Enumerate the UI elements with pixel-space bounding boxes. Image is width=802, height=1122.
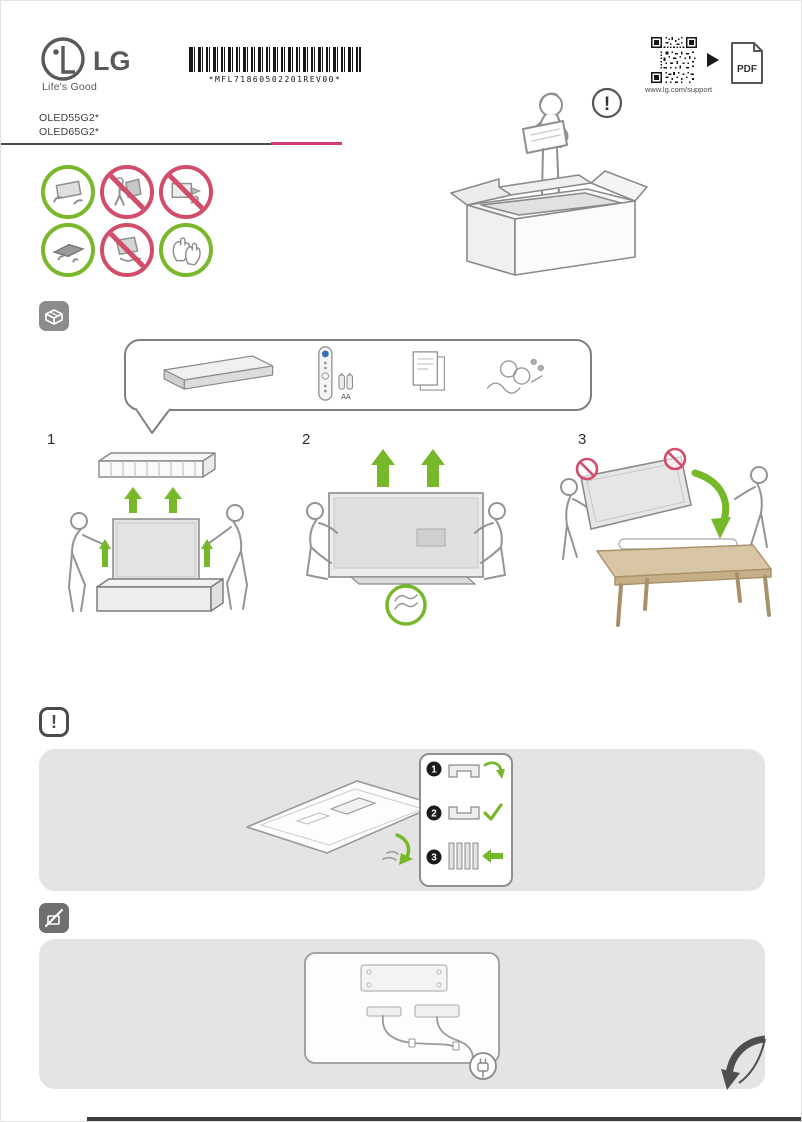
lg-logo-symbol: LG bbox=[41, 37, 131, 81]
lg-logo: LG Life's Good bbox=[39, 35, 179, 93]
no-press-corner-right bbox=[663, 447, 687, 471]
divider-line bbox=[1, 143, 342, 145]
styrofoam-steps-diagram: 1 2 3 bbox=[426, 761, 505, 870]
caution-exclamation: ! bbox=[51, 711, 57, 732]
pdf-label: PDF bbox=[737, 64, 757, 75]
styrofoam-cap bbox=[98, 452, 216, 478]
carry-panel-glyph bbox=[53, 180, 83, 205]
lay-flat-glyph bbox=[52, 243, 85, 263]
tv-panel bbox=[328, 492, 484, 585]
picto-carry-with-two-hands bbox=[41, 165, 95, 219]
styro-badge-2: 2 bbox=[431, 809, 437, 820]
lg-brand-text: LG bbox=[93, 46, 131, 76]
styro-badge-3: 3 bbox=[431, 853, 437, 864]
styrofoam-steps-box: 1 2 3 bbox=[419, 753, 513, 887]
person-left bbox=[560, 478, 594, 560]
page-edge bbox=[87, 1117, 801, 1121]
no-sharp-tools-glyph bbox=[44, 908, 64, 928]
prohibition-dark-icon bbox=[39, 903, 69, 933]
styro-step-3: 3 bbox=[426, 842, 503, 870]
step-number-3: 3 bbox=[578, 431, 587, 448]
cable-clip bbox=[408, 1038, 416, 1048]
person-right bbox=[208, 504, 248, 610]
packaging-glyph bbox=[45, 309, 63, 325]
hand-lines bbox=[382, 850, 399, 861]
cable-clip bbox=[452, 1041, 460, 1051]
stand-bracket bbox=[163, 355, 274, 390]
person-left bbox=[306, 502, 338, 580]
step-number-1: 1 bbox=[47, 431, 56, 448]
picto-no-press-screen bbox=[159, 165, 213, 219]
accessories-contents: AA bbox=[163, 346, 544, 401]
pdf-icon: PDF bbox=[731, 42, 763, 84]
model-numbers: OLED55G2* OLED65G2* bbox=[39, 111, 99, 139]
model-line-2: OLED65G2* bbox=[39, 126, 100, 138]
lift-arrows bbox=[371, 449, 445, 487]
alert-bubble: ! bbox=[591, 87, 623, 119]
picto-no-tilt-drag-panel bbox=[100, 223, 154, 277]
remote-control bbox=[318, 346, 333, 401]
styro-step-2: 2 bbox=[426, 803, 503, 821]
packaging-icon bbox=[39, 301, 69, 331]
step2-illustration bbox=[306, 449, 506, 626]
unboxing-illustration: ! bbox=[450, 87, 648, 276]
open-box bbox=[450, 170, 648, 276]
place-down-arrow bbox=[691, 469, 731, 539]
caution-icon: ! bbox=[39, 707, 69, 737]
step1-illustration bbox=[68, 452, 248, 612]
barcode-bars bbox=[189, 47, 361, 72]
tv-back-cable-illustration bbox=[304, 952, 500, 1080]
qr-code-icon bbox=[651, 37, 697, 83]
lg-tagline: Life's Good bbox=[42, 81, 97, 93]
person-right bbox=[734, 466, 768, 548]
callout-tail bbox=[135, 408, 171, 434]
batteries: AA bbox=[338, 373, 353, 401]
remove-packing-arrow bbox=[395, 833, 413, 865]
picto-wear-gloves bbox=[159, 223, 213, 277]
soft-cloth-callout bbox=[385, 584, 427, 626]
lift-arrows bbox=[99, 487, 213, 567]
alert-exclamation: ! bbox=[604, 94, 610, 115]
step3-illustration bbox=[560, 447, 772, 627]
cable-ties bbox=[486, 358, 544, 394]
tv-in-box bbox=[112, 518, 200, 582]
support-url: www.lg.com/support bbox=[645, 85, 713, 94]
model-line-1: OLED55G2* bbox=[39, 112, 100, 124]
barcode: *MFL71860502201REV00* bbox=[189, 47, 361, 84]
arrow-right-icon bbox=[707, 53, 719, 67]
accessories-callout: AA bbox=[124, 339, 592, 411]
picto-lay-flat-on-soft-surface bbox=[41, 223, 95, 277]
step-number-2: 2 bbox=[302, 431, 311, 448]
gloves-glyph bbox=[172, 237, 201, 266]
box-base bbox=[96, 578, 224, 612]
turn-page-icon bbox=[721, 1035, 766, 1090]
person-reading-manual bbox=[522, 92, 569, 196]
tv-tilted bbox=[580, 456, 692, 530]
barcode-text: *MFL71860502201REV00* bbox=[208, 75, 342, 84]
styro-badge-1: 1 bbox=[431, 765, 437, 776]
picto-no-carry-alone bbox=[100, 165, 154, 219]
documents bbox=[412, 351, 445, 391]
person-left bbox=[68, 512, 108, 612]
power-plug bbox=[469, 1052, 497, 1080]
table bbox=[596, 544, 772, 627]
styro-step-1: 1 bbox=[426, 761, 505, 779]
person-right bbox=[474, 502, 506, 580]
tv-flat-illustration bbox=[246, 780, 438, 865]
qr-block: www.lg.com/support bbox=[645, 37, 713, 94]
divider-accent bbox=[271, 142, 342, 145]
battery-label: AA bbox=[341, 394, 351, 401]
no-press-corner-left bbox=[575, 457, 599, 481]
